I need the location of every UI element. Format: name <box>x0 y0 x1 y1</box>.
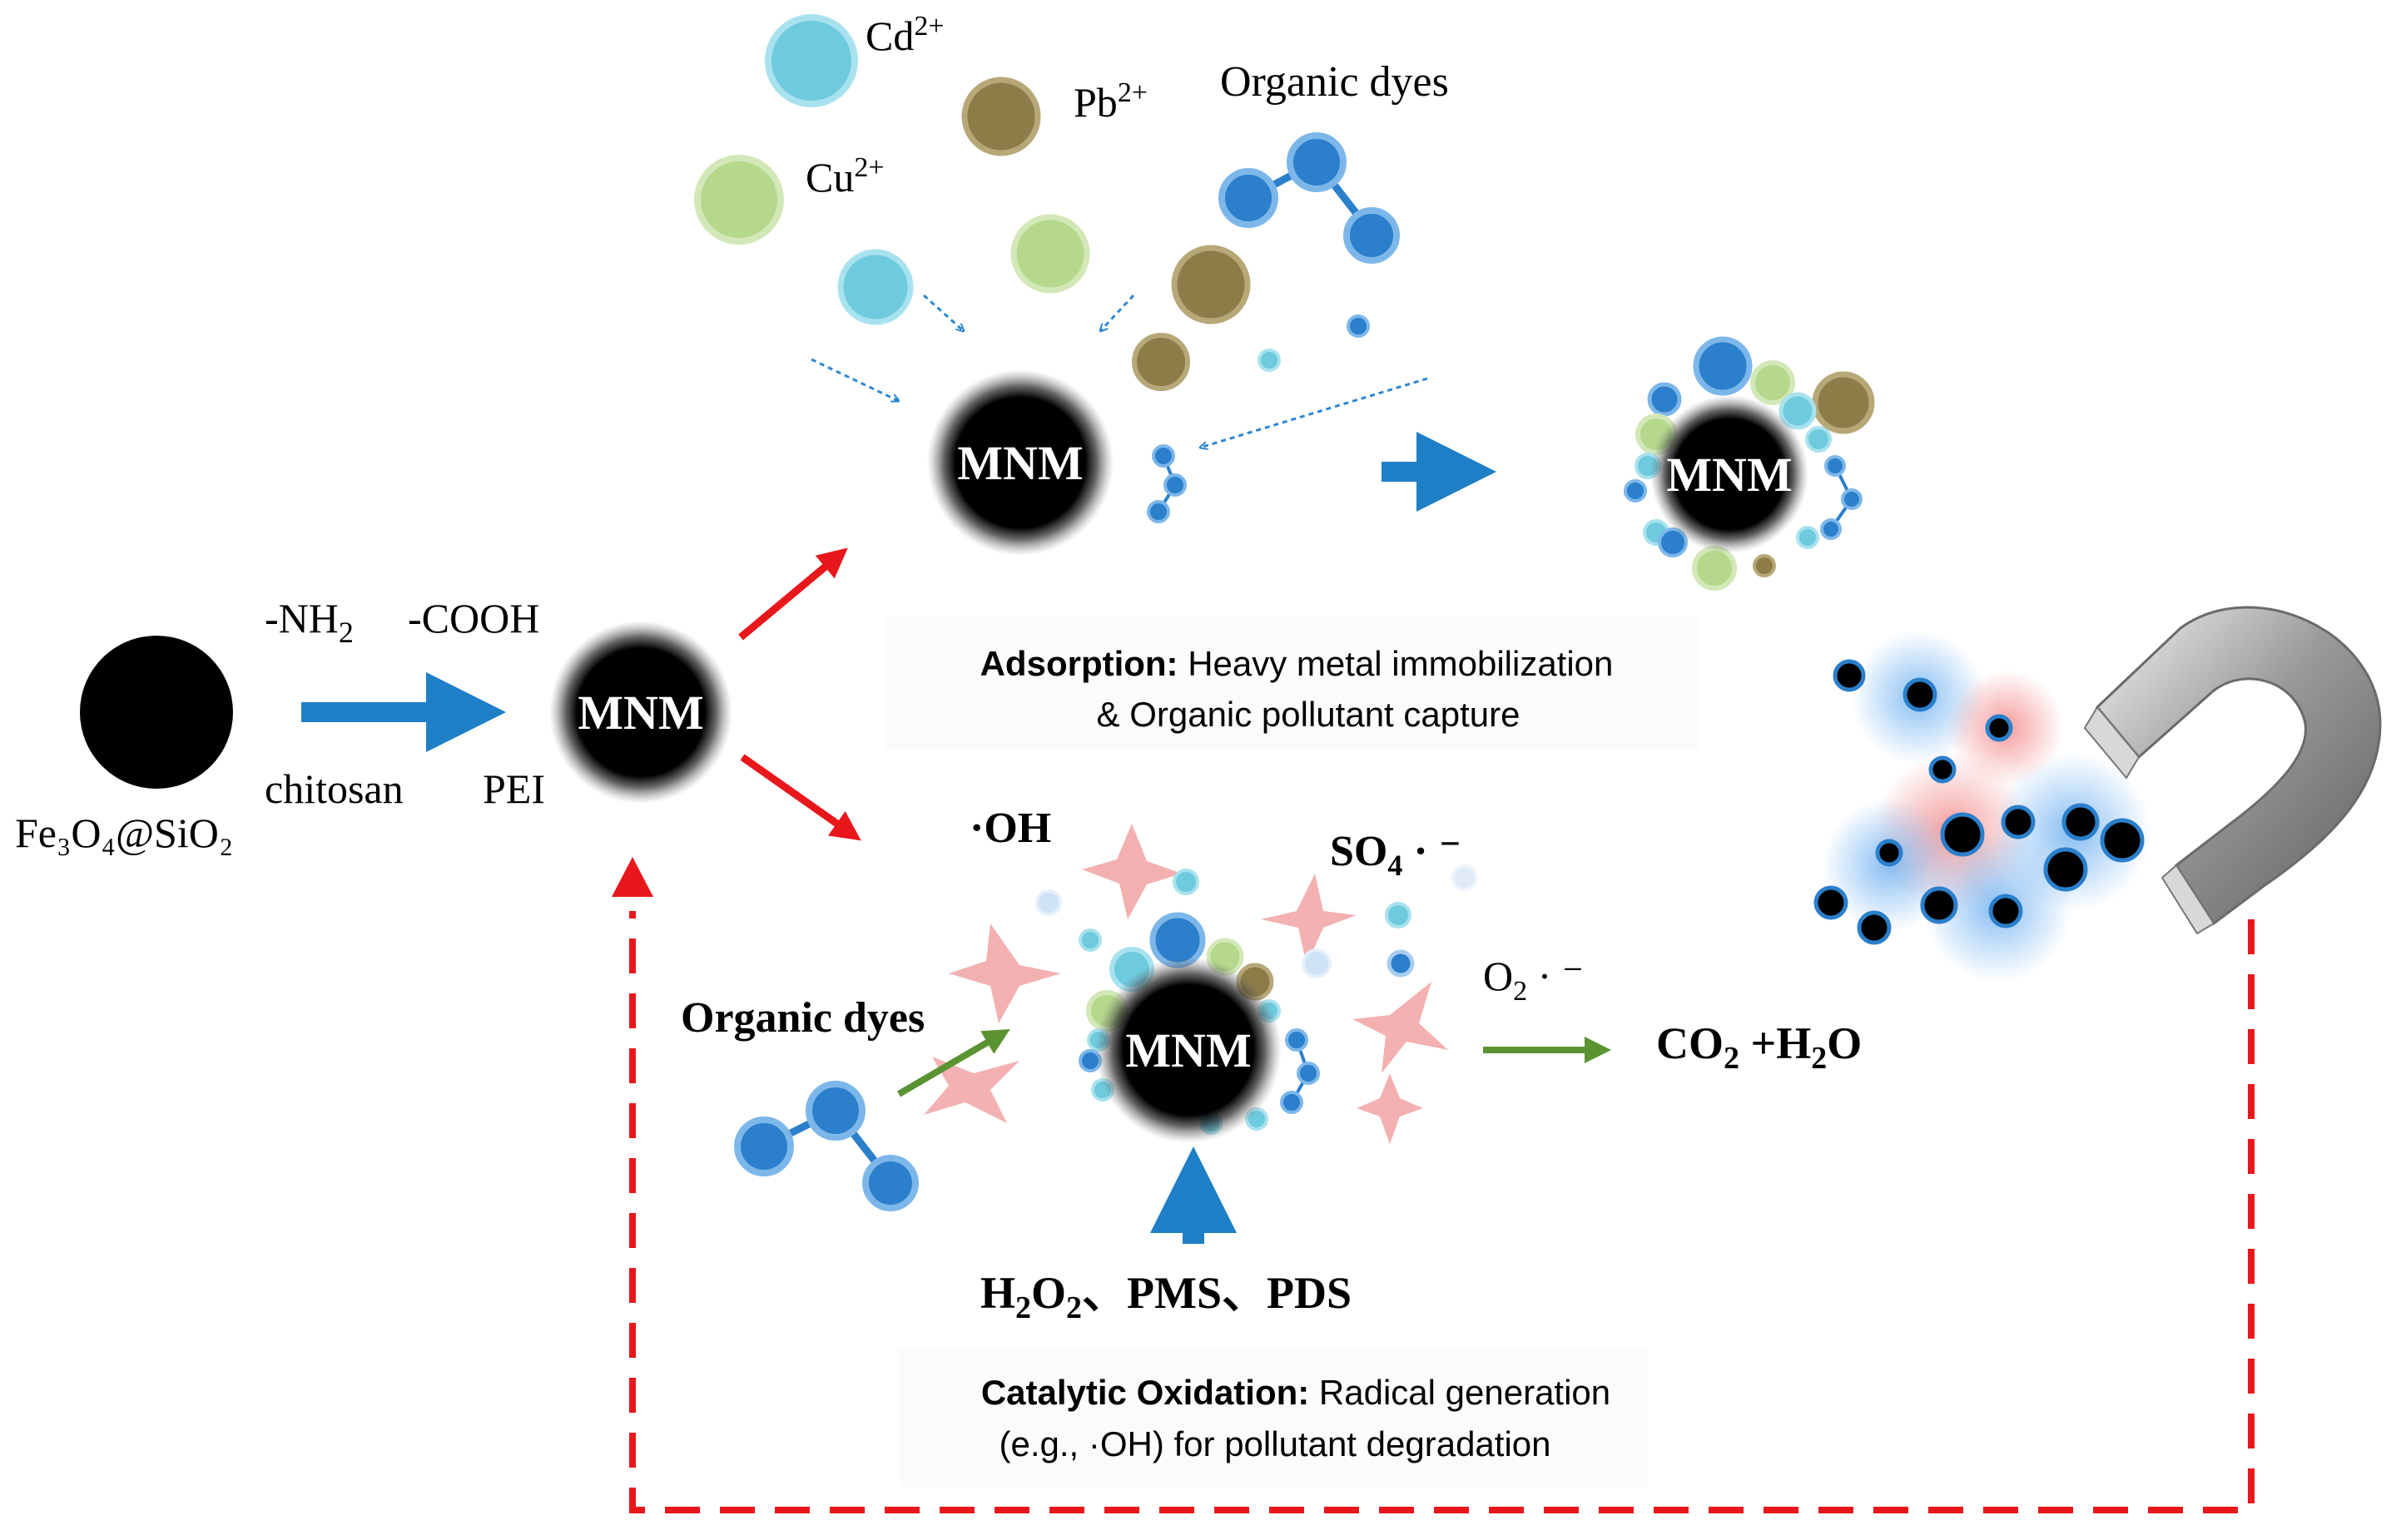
oxidation-caption-line1: Catalytic Oxidation: Radical generation <box>981 1373 1610 1412</box>
adsorption-caption-line1: Adsorption: Heavy metal immobilization <box>980 644 1614 683</box>
group-chitosan: chitosan <box>265 765 404 812</box>
loaded-mnm-particle <box>1624 336 1875 591</box>
organic-dye-molecule-bottom <box>734 1081 919 1211</box>
group-pei: PEI <box>483 765 545 812</box>
horseshoe-magnet-icon <box>2083 606 2382 935</box>
dotted-arrow-2 <box>1100 294 1135 331</box>
cd-dot-small <box>1258 349 1281 372</box>
core-label: Fe₃O₄@SiO₂ <box>15 810 233 856</box>
mnm-label-adsorption: MNM <box>957 436 1083 490</box>
mnm-particle-left <box>549 621 732 804</box>
organic-dye-molecule-top <box>1218 132 1400 264</box>
mnm-label-oxidation: MNM <box>1125 1023 1251 1077</box>
arrow-to-oxidation <box>740 754 861 841</box>
oxidation-caption-box <box>899 1349 1648 1487</box>
oxidants-label: H2O2、PMS、PDS <box>980 1268 1352 1325</box>
superoxide-radical-label: O2 · ⁻ <box>1483 953 1584 1007</box>
group-nh2: -NH2 <box>265 595 354 649</box>
cu-ion-label: Cu2+ <box>806 152 885 201</box>
mnm-label-loaded: MNM <box>1666 448 1792 502</box>
dotted-arrow-4 <box>1200 377 1428 448</box>
cd-ion-mid <box>837 249 914 325</box>
dotted-arrow-1 <box>922 294 964 331</box>
adsorption-caption-line2: & Organic pollutant capture <box>1097 695 1520 734</box>
recycle-arrowhead <box>612 857 653 897</box>
recycle-dashed-line <box>629 911 2255 1513</box>
adsorption-caption-box <box>884 617 1699 750</box>
radical-stars <box>924 824 1448 1144</box>
pb-ion-large <box>961 77 1041 156</box>
pb-ion-small <box>1132 333 1190 391</box>
mnm-particle-adsorption <box>927 369 1114 556</box>
cd-ion-label: Cd2+ <box>866 11 945 59</box>
mnm-label-left: MNM <box>578 686 703 740</box>
dye-in-arrow <box>896 1028 1010 1097</box>
dye-chain-small-top <box>1147 444 1187 523</box>
dye-chain-small-oxidation <box>1280 1028 1320 1114</box>
hydroxyl-radical-label: ·OH <box>970 805 1051 852</box>
oxidation-caption-line2: (e.g., ·OH) for pollutant degradation <box>999 1424 1550 1463</box>
dotted-arrow-3 <box>811 358 899 401</box>
organic-dyes-label-bottom: Organic dyes <box>681 994 925 1042</box>
arrow-to-adsorption <box>738 547 848 641</box>
fe3o4-core-particle <box>80 636 233 789</box>
cu-ion-large <box>694 155 784 245</box>
organic-dyes-label-top: Organic dyes <box>1220 58 1449 106</box>
mnm-particle-oxidation <box>1095 957 1282 1143</box>
sulfate-radical-label: SO4 · ⁻ <box>1330 828 1461 882</box>
degradation-product-label: CO2 +H2O <box>1656 1018 1862 1076</box>
group-cooh: -COOH <box>408 595 539 641</box>
magnetic-particles-cluster <box>1813 631 2151 982</box>
cd-ion-large <box>765 14 858 107</box>
dye-dot-small <box>1347 314 1370 338</box>
pb-ion-mid <box>1171 245 1251 324</box>
pb-ion-label: Pb2+ <box>1074 77 1148 126</box>
cu-ion-mid <box>1010 214 1090 294</box>
